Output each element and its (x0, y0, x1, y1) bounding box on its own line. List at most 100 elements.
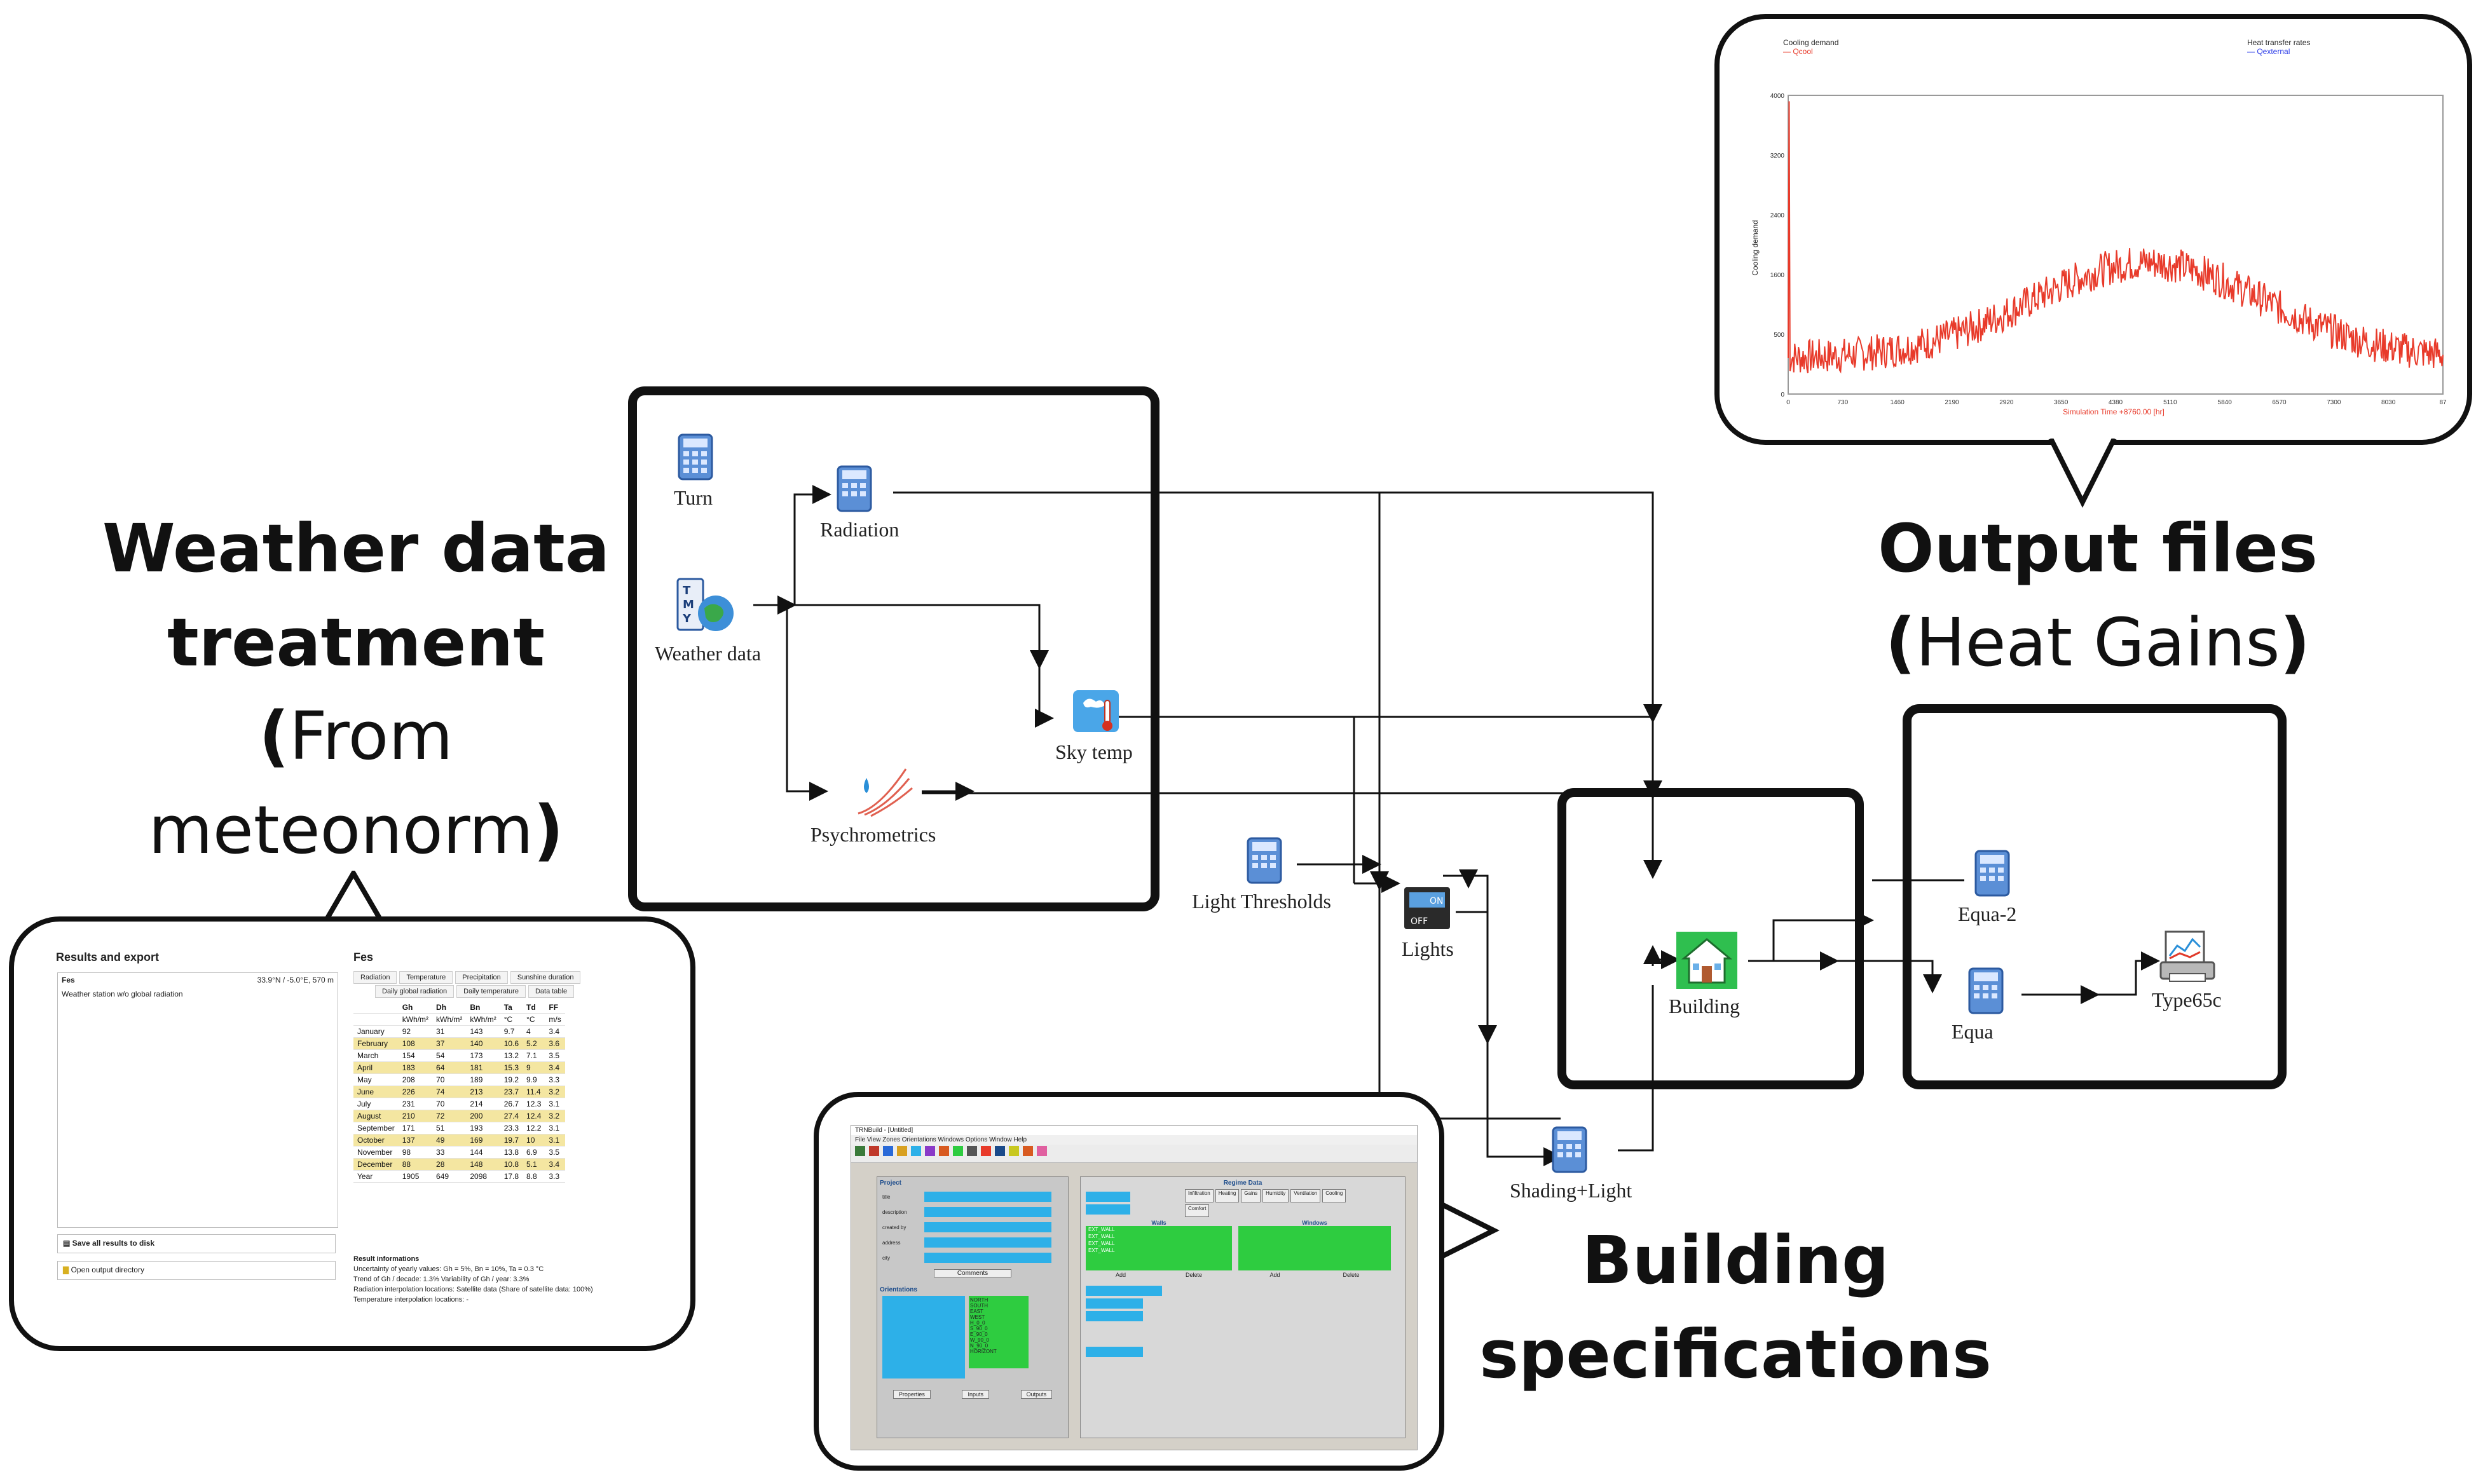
psychrometrics-component[interactable]: Psychrometrics (811, 763, 963, 847)
orientation-option[interactable]: SOUTH (970, 1303, 988, 1309)
equa-component[interactable]: Equa (1952, 966, 2028, 1044)
project-field-input[interactable] (924, 1253, 1051, 1263)
calculator-icon (837, 465, 872, 512)
toolbar-icon[interactable] (1009, 1146, 1019, 1156)
menu-item[interactable]: Help (1013, 1136, 1027, 1143)
toolbar-icon[interactable] (883, 1146, 893, 1156)
orientation-field[interactable] (1086, 1347, 1143, 1357)
walls-delete-button[interactable]: Delete (1185, 1272, 1202, 1278)
comments-button[interactable]: Comments (934, 1269, 1011, 1277)
wall-row[interactable]: EXT_WALL (1088, 1234, 1115, 1239)
toolbar-icon[interactable] (869, 1146, 879, 1156)
equa2-component[interactable]: Equa-2 (1958, 848, 2047, 926)
svg-text:T: T (683, 584, 691, 597)
wall-category-field[interactable] (1086, 1311, 1143, 1321)
toolbar-icon[interactable] (1023, 1146, 1033, 1156)
orientation-option[interactable]: HORIZONT (970, 1349, 997, 1354)
wall-row[interactable]: EXT_WALL (1088, 1248, 1115, 1253)
windows-add-button[interactable]: Add (1269, 1272, 1280, 1278)
orientation-button[interactable]: Inputs (962, 1390, 989, 1399)
walls-table[interactable]: EXT_WALL EXT_WALL EXT_WALL EXT_WALL (1086, 1226, 1232, 1270)
toolbar-icon[interactable] (925, 1146, 935, 1156)
toolbar-icon[interactable] (967, 1146, 977, 1156)
orientation-button[interactable]: Outputs (1020, 1390, 1053, 1399)
windows-table[interactable] (1238, 1226, 1391, 1270)
menu-item[interactable]: Orientations (901, 1136, 938, 1143)
light-thresholds-component[interactable]: Light Thresholds (1192, 836, 1344, 913)
menu-item[interactable]: Options (965, 1136, 990, 1143)
regime-button[interactable]: Cooling (1322, 1189, 1346, 1202)
building-title-line1: Building (1582, 1222, 1889, 1299)
wall-area-field[interactable] (1086, 1298, 1143, 1309)
station-row[interactable]: Weather station w/o global radiation (62, 990, 183, 998)
wall-row[interactable]: EXT_WALL (1088, 1227, 1115, 1232)
windows-delete-button[interactable]: Delete (1343, 1272, 1360, 1278)
toolbar-icon[interactable] (939, 1146, 949, 1156)
orientation-option[interactable]: W_90_0 (970, 1337, 989, 1343)
orientation-option[interactable]: E_90_0 (970, 1331, 988, 1337)
type65c-component[interactable]: Type65c (2152, 928, 2241, 1012)
psychrometrics-label: Psychrometrics (811, 823, 936, 846)
toolbar-icon[interactable] (995, 1146, 1005, 1156)
regime-button[interactable]: Heating (1215, 1189, 1240, 1202)
sky-temp-component[interactable]: Sky temp (1055, 686, 1151, 764)
table-cell: 3.1 (545, 1134, 565, 1147)
radiation-component[interactable]: Radiation (820, 464, 934, 541)
wall-row[interactable]: EXT_WALL (1088, 1241, 1115, 1246)
regime-button[interactable]: Humidity (1262, 1189, 1289, 1202)
regime-button[interactable]: Comfort (1185, 1204, 1210, 1217)
table-cell: 210 (398, 1110, 433, 1122)
orientation-option[interactable]: N_90_0 (970, 1343, 988, 1349)
regime-button[interactable]: Infiltration (1185, 1189, 1214, 1202)
toolbar-icon[interactable] (855, 1146, 865, 1156)
regime-button[interactable]: Ventilation (1290, 1189, 1321, 1202)
project-field-input[interactable] (924, 1207, 1051, 1217)
regime-button[interactable]: Gains (1241, 1189, 1261, 1202)
table-cell: 200 (466, 1110, 500, 1122)
orientation-option[interactable]: EAST (970, 1309, 983, 1314)
toolbar-icon[interactable] (897, 1146, 907, 1156)
tab-temperature[interactable]: Temperature (399, 971, 453, 984)
tab-precipitation[interactable]: Precipitation (455, 971, 508, 984)
subtab-data-table[interactable]: Data table (528, 985, 575, 998)
walls-add-button[interactable]: Add (1115, 1272, 1126, 1278)
menu-item[interactable]: View (866, 1136, 883, 1143)
table-cell: Year (353, 1170, 399, 1183)
orientation-option[interactable]: H_0_0 (970, 1320, 985, 1326)
orientation-list[interactable] (882, 1296, 965, 1378)
building-component[interactable]: Building (1669, 928, 1751, 1018)
project-field-input[interactable] (924, 1237, 1051, 1248)
toolbar-icon[interactable] (981, 1146, 991, 1156)
subtab-daily-radiation[interactable]: Daily global radiation (375, 985, 455, 998)
toolbar-icon[interactable] (953, 1146, 963, 1156)
toolbar-icon[interactable] (911, 1146, 921, 1156)
orientation-option[interactable]: NORTH (970, 1297, 988, 1303)
menu-item[interactable]: Zones (882, 1136, 902, 1143)
tab-radiation[interactable]: Radiation (353, 971, 397, 984)
weather-data-component[interactable]: T M Y Weather data (655, 575, 782, 665)
menu-item[interactable]: File (855, 1136, 867, 1143)
zone-volume-field[interactable] (1086, 1192, 1130, 1202)
zone-capacitance-field[interactable] (1086, 1204, 1130, 1215)
orientation-option[interactable]: WEST (970, 1314, 985, 1320)
orientation-option[interactable]: S_90_0 (970, 1326, 988, 1331)
orientation-button[interactable]: Properties (893, 1390, 931, 1399)
tab-sunshine[interactable]: Sunshine duration (510, 971, 581, 984)
shading-light-component[interactable]: Shading+Light (1510, 1125, 1637, 1202)
wall-type-field[interactable] (1086, 1286, 1162, 1296)
lights-component[interactable]: ON OFF Lights (1395, 883, 1472, 961)
project-field-input[interactable] (924, 1222, 1051, 1232)
save-results-button[interactable]: ▤ Save all results to disk (57, 1234, 336, 1253)
weather-data-label: Weather data (655, 642, 762, 665)
menu-item[interactable]: Windows (938, 1136, 966, 1143)
open-output-dir-button[interactable]: ▇ Open output directory (57, 1261, 336, 1280)
weather-title-line2: treatment (167, 603, 545, 681)
project-field-input[interactable] (924, 1192, 1051, 1202)
menu-item[interactable]: Window (989, 1136, 1014, 1143)
turn-component[interactable]: Turn (674, 432, 725, 510)
subtab-daily-temp[interactable]: Daily temperature (456, 985, 526, 998)
toolbar-icon[interactable] (1037, 1146, 1047, 1156)
